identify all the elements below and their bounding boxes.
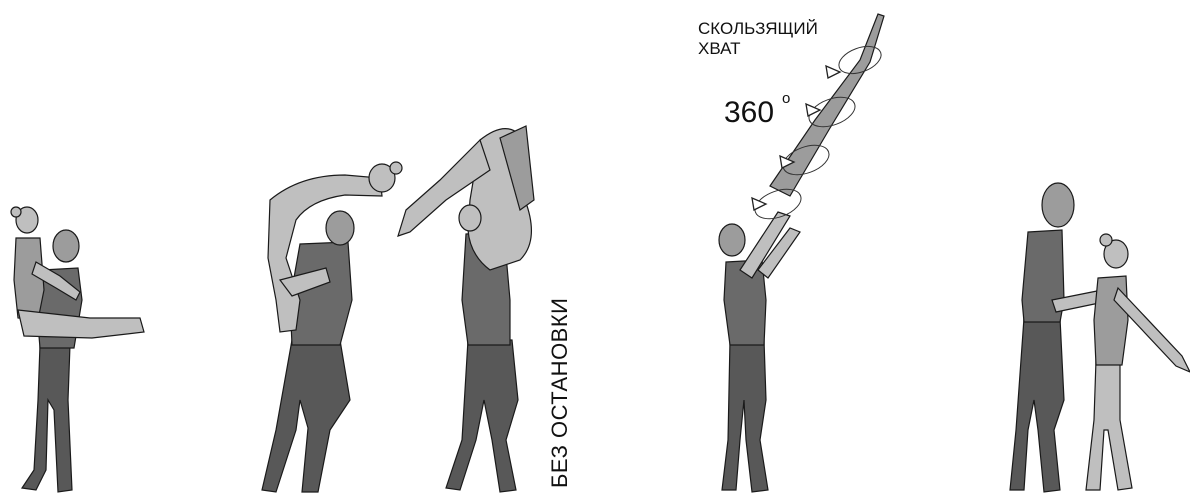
- sliding-grip-label-line1: СКОЛЬЗЯЩИЙ: [698, 20, 818, 37]
- degree-sign: o: [782, 90, 790, 107]
- rotation-angle-label: 360: [724, 96, 774, 130]
- figure-5-assist: [1010, 183, 1190, 492]
- no-stop-label: БЕЗ ОСТАНОВКИ: [547, 298, 573, 488]
- sliding-grip-label-line2: ХВАТ: [698, 40, 741, 57]
- figure-4-spin-toss: [719, 14, 885, 492]
- figure-3-backbend: [398, 126, 534, 492]
- figure-1-sitting-hold: [11, 207, 144, 492]
- figure-2-overhead-lift: [262, 162, 402, 492]
